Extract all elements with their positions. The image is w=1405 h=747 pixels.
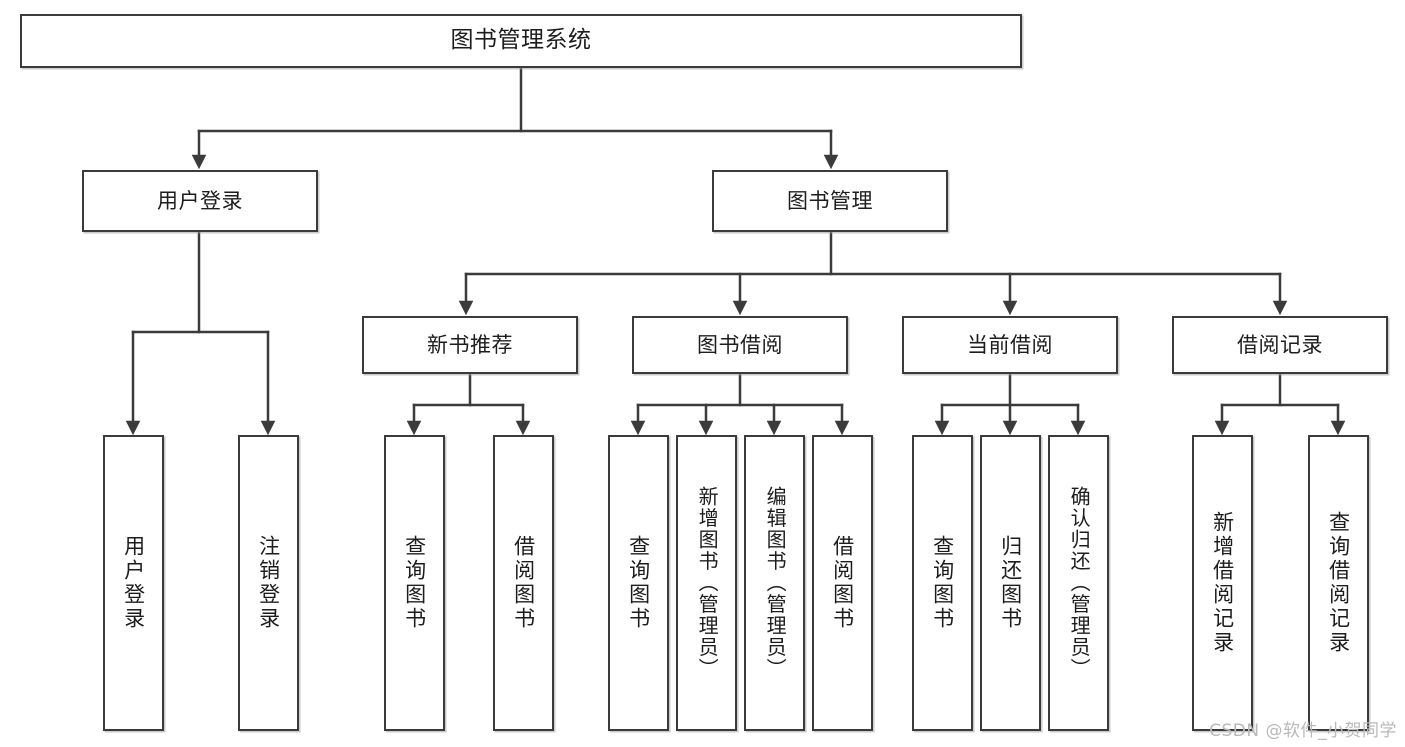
node-label: 查询图书 xyxy=(930,535,955,631)
node-label: 编辑图书（管理员） xyxy=(763,486,788,680)
leaf-add-book-admin[interactable]: 新增图书（管理员） xyxy=(676,435,737,731)
leaf-query-book-new-book[interactable]: 查询图书 xyxy=(384,435,445,731)
node-label: 注销登录 xyxy=(256,535,281,631)
leaf-borrow-book-borrow[interactable]: 借阅图书 xyxy=(812,435,873,731)
node-label: 借阅图书 xyxy=(511,535,536,631)
node-label: 确认归还（管理员） xyxy=(1067,486,1092,680)
node-book-borrow[interactable]: 图书借阅 xyxy=(632,316,848,374)
leaf-query-book-borrow[interactable]: 查询图书 xyxy=(608,435,669,731)
node-label: 查询图书 xyxy=(626,535,651,631)
leaf-query-book-current[interactable]: 查询图书 xyxy=(912,435,973,731)
leaf-add-borrow-record[interactable]: 新增借阅记录 xyxy=(1192,435,1253,731)
node-label: 归还图书 xyxy=(998,535,1023,631)
leaf-user-login[interactable]: 用户登录 xyxy=(103,435,164,731)
node-label: 用户登录 xyxy=(121,535,146,631)
node-label: 当前借阅 xyxy=(967,332,1053,357)
node-label: 用户登录 xyxy=(157,188,243,213)
node-book-management[interactable]: 图书管理 xyxy=(712,170,948,232)
leaf-query-borrow-record[interactable]: 查询借阅记录 xyxy=(1308,435,1369,731)
node-label: 新增借阅记录 xyxy=(1210,511,1235,655)
node-current-borrow[interactable]: 当前借阅 xyxy=(902,316,1118,374)
node-label: 新增图书（管理员） xyxy=(695,486,720,680)
watermark: CSDN @软件_小贺同学 xyxy=(1209,721,1397,741)
leaf-borrow-book-new-book[interactable]: 借阅图书 xyxy=(493,435,554,731)
node-user-login[interactable]: 用户登录 xyxy=(82,170,318,232)
leaf-logout-login[interactable]: 注销登录 xyxy=(238,435,299,731)
node-book-management-system[interactable]: 图书管理系统 xyxy=(20,14,1022,68)
node-label: 图书管理 xyxy=(787,188,873,213)
node-label: 图书借阅 xyxy=(697,332,783,357)
node-label: 图书管理系统 xyxy=(450,27,592,54)
node-label: 借阅记录 xyxy=(1237,332,1323,357)
leaf-confirm-return-admin[interactable]: 确认归还（管理员） xyxy=(1048,435,1109,731)
leaf-return-book[interactable]: 归还图书 xyxy=(980,435,1041,731)
node-label: 新书推荐 xyxy=(427,332,513,357)
node-new-book-recommend[interactable]: 新书推荐 xyxy=(362,316,578,374)
leaf-edit-book-admin[interactable]: 编辑图书（管理员） xyxy=(744,435,805,731)
node-label: 查询借阅记录 xyxy=(1326,511,1351,655)
node-label: 借阅图书 xyxy=(830,535,855,631)
node-label: 查询图书 xyxy=(402,535,427,631)
node-borrow-record[interactable]: 借阅记录 xyxy=(1172,316,1388,374)
